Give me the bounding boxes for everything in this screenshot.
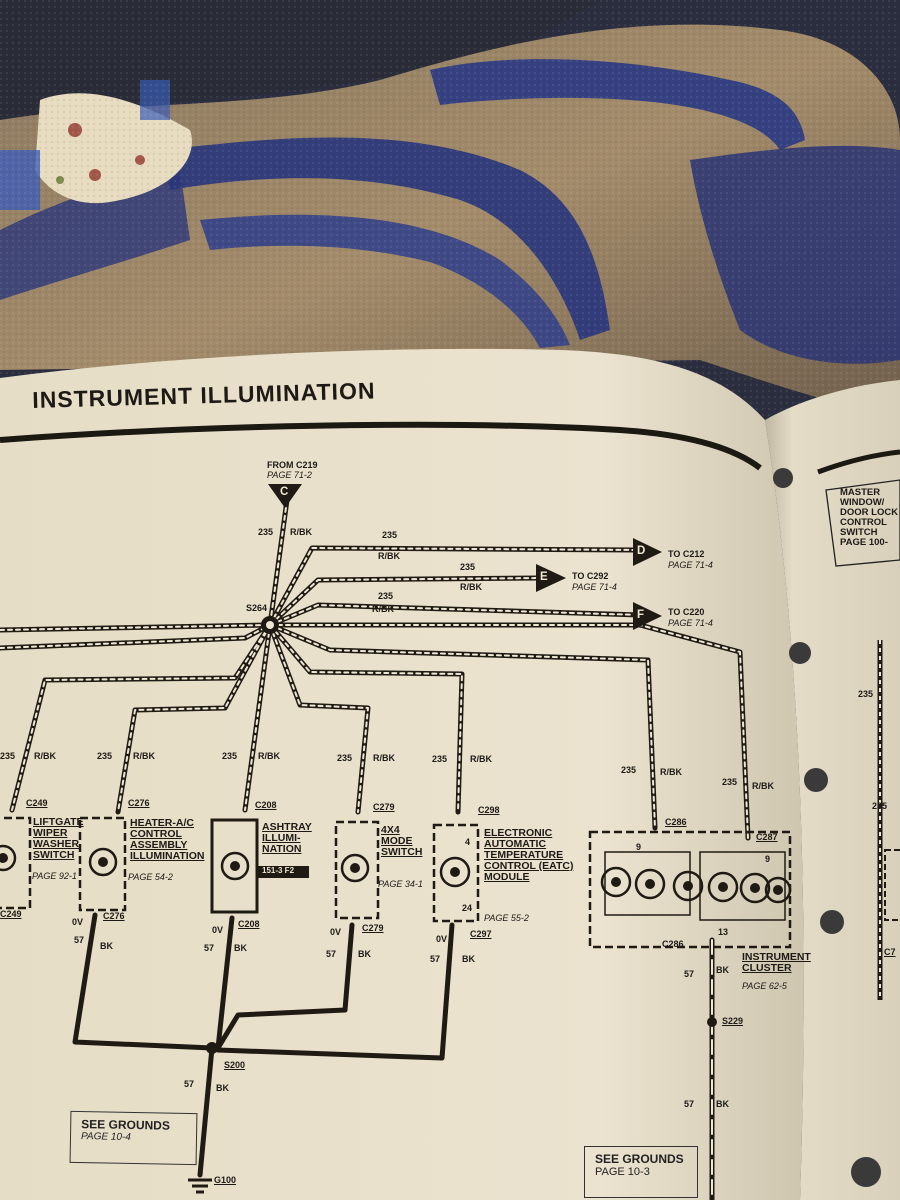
- see-grounds-title-2: SEE GROUNDS: [595, 1152, 684, 1166]
- conn-c276-top: C276: [128, 798, 150, 808]
- splice-cluster-label: S229: [722, 1016, 744, 1026]
- output-letter-f: F: [637, 609, 645, 621]
- component-ashtray-page: 151-3 F2: [262, 866, 295, 875]
- splice-ground-label: S200: [224, 1060, 246, 1070]
- wire-color-b5: R/BK: [470, 754, 492, 764]
- right-page-bottom-conn: C7: [884, 947, 896, 957]
- component-cluster: INSTRUMENT CLUSTER: [742, 951, 811, 975]
- component-eatc: ELECTRONIC AUTOMATIC TEMPERATURE CONTROL…: [484, 827, 574, 884]
- conn-c208-top: C208: [255, 800, 277, 810]
- pin-13: 13: [718, 927, 729, 937]
- output-page-f: PAGE 71-4: [668, 618, 713, 628]
- voltage-c279: 0V: [330, 927, 342, 937]
- conn-c279-bot: C279: [362, 923, 384, 933]
- see-grounds-page-1: PAGE 10-4: [80, 1131, 131, 1143]
- wire-id-b7: 235: [722, 777, 738, 787]
- voltage-c297: 0V: [436, 934, 448, 944]
- ground-point-label: G100: [214, 1175, 237, 1185]
- right-wire-id-2: 235: [872, 801, 888, 811]
- wire-color-b4: R/BK: [373, 753, 395, 763]
- conn-c287-top: C287: [756, 832, 778, 842]
- gnd-id-3: 57: [326, 949, 337, 959]
- wire-color-b6: R/BK: [660, 767, 682, 777]
- splice-main-label: S264: [246, 603, 268, 613]
- output-to-e: TO C292: [572, 571, 609, 581]
- wire-id-source: 235: [258, 527, 274, 537]
- component-liftgate: LIFTGATE WIPER WASHER SWITCH: [33, 816, 84, 862]
- output-to-d: TO C212: [668, 549, 705, 559]
- wire-color-e: R/BK: [460, 582, 482, 592]
- output-page-d: PAGE 71-4: [668, 560, 713, 570]
- component-4x4-page: PAGE 34-1: [378, 879, 423, 889]
- gnd-color-1: BK: [100, 941, 113, 951]
- conn-c249-bot: C249: [0, 909, 22, 919]
- pin-24: 24: [462, 903, 473, 913]
- voltage-c208: 0V: [212, 925, 224, 935]
- wire-id-b4: 235: [337, 753, 353, 763]
- wire-color-source: R/BK: [290, 527, 312, 537]
- gnd-color-3: BK: [358, 949, 371, 959]
- see-grounds-box-2: SEE GROUNDS PAGE 10-3: [584, 1146, 698, 1198]
- conn-c286-top: C286: [665, 817, 687, 827]
- gnd-color-6: BK: [216, 1083, 229, 1093]
- pin-4: 4: [465, 837, 471, 847]
- conn-c208-bot: C208: [238, 919, 260, 929]
- wire-id-b3: 235: [222, 751, 238, 761]
- wire-color-d: R/BK: [378, 551, 400, 561]
- gnd-color-5: BK: [716, 965, 729, 975]
- see-grounds-box-1: SEE GROUNDS PAGE 10-4: [69, 1110, 198, 1166]
- source-label: FROM C219: [267, 460, 318, 470]
- component-4x4: 4X4 MODE SWITCH: [381, 824, 423, 859]
- voltage-c276: 0V: [72, 917, 84, 927]
- gnd-id-6: 57: [184, 1079, 195, 1089]
- wire-id-b5: 235: [432, 754, 448, 764]
- wire-id-b2: 235: [97, 751, 113, 761]
- wire-id-b6: 235: [621, 765, 637, 775]
- wire-color-f: R/BK: [372, 604, 394, 614]
- conn-c249-top: C249: [26, 798, 48, 808]
- component-cluster-page: PAGE 62-5: [742, 981, 787, 991]
- gnd-id-1: 57: [74, 935, 85, 945]
- gnd-color-4: BK: [462, 954, 475, 964]
- source-letter: C: [280, 486, 289, 498]
- wire-color-b1: R/BK: [34, 751, 56, 761]
- wire-id-d: 235: [382, 530, 398, 540]
- output-to-f: TO C220: [668, 607, 705, 617]
- gnd-color-7: BK: [716, 1099, 729, 1109]
- component-liftgate-page: PAGE 92-1: [32, 871, 77, 881]
- see-grounds-page-2: PAGE 10-3: [595, 1166, 650, 1178]
- wire-color-b7: R/BK: [752, 781, 774, 791]
- component-eatc-page: PAGE 55-2: [484, 913, 529, 923]
- output-letter-e: E: [540, 571, 548, 583]
- conn-c276-bot: C276: [103, 911, 125, 921]
- source-page: PAGE 71-2: [267, 470, 312, 480]
- wire-color-b3: R/BK: [258, 751, 280, 761]
- conn-c298-top: C298: [478, 805, 500, 815]
- wire-id-f: 235: [378, 591, 394, 601]
- gnd-id-7: 57: [684, 1099, 695, 1109]
- component-heater: HEATER-A/C CONTROL ASSEMBLY ILLUMINATION: [130, 817, 205, 863]
- gnd-id-2: 57: [204, 943, 215, 953]
- gnd-id-5: 57: [684, 969, 695, 979]
- gnd-id-4: 57: [430, 954, 441, 964]
- wire-color-b2: R/BK: [133, 751, 155, 761]
- right-wire-id-1: 235: [858, 689, 874, 699]
- pin-9a: 9: [636, 842, 642, 852]
- component-ashtray: ASHTRAY ILLUMI-NATION: [262, 821, 312, 856]
- pin-9b: 9: [765, 854, 771, 864]
- wire-id-b1: 235: [0, 751, 16, 761]
- gnd-color-2: BK: [234, 943, 247, 953]
- component-heater-page: PAGE 54-2: [128, 872, 173, 882]
- wire-id-e: 235: [460, 562, 476, 572]
- conn-c297-bot: C297: [470, 929, 492, 939]
- right-page-box-text: MASTER WINDOW/ DOOR LOCK CONTROL SWITCH …: [840, 487, 899, 548]
- output-page-e: PAGE 71-4: [572, 582, 617, 592]
- conn-c286-bot: C286: [662, 939, 684, 949]
- output-letter-d: D: [637, 545, 646, 557]
- conn-c279-top: C279: [373, 802, 395, 812]
